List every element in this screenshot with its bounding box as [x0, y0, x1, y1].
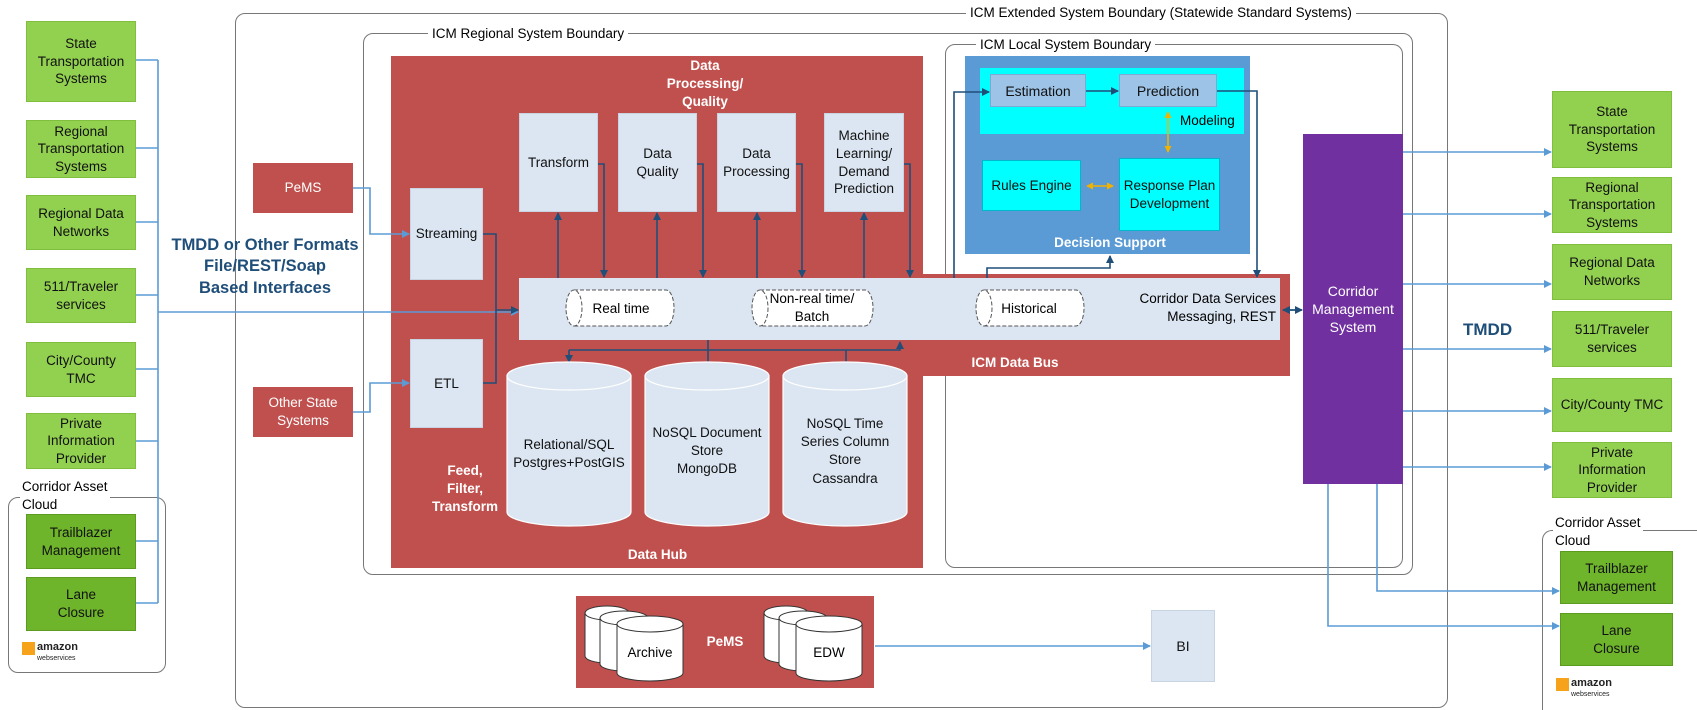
ml-demand-prediction-box: Machine Learning/ Demand Prediction: [824, 113, 904, 212]
bus-realtime-channel: Real time: [592, 300, 650, 316]
data-processing-box: Data Processing: [717, 113, 796, 212]
transform-box: Transform: [519, 113, 598, 212]
bus-batch-channel: Non-real time/ Batch: [769, 291, 855, 324]
left-regional-data-networks: Regional Data Networks: [26, 195, 136, 250]
nosql-document-store: NoSQL Document Store MongoDB: [652, 425, 762, 477]
pems-archive-title: PeMS: [706, 634, 744, 649]
left-regional-transportation: Regional Transportation Systems: [26, 120, 136, 178]
edw-store: EDW: [813, 644, 845, 660]
bi-box: BI: [1151, 610, 1215, 682]
data-bus-title: ICM Data Bus: [971, 355, 1059, 370]
data-quality-box: Data Quality: [618, 113, 697, 212]
left-asset-cloud-label: Corridor Asset Cloud: [20, 478, 110, 514]
archive-store: Archive: [627, 644, 673, 660]
corridor-data-services-label: Corridor Data Services Messaging, REST: [1139, 291, 1276, 325]
right-state-transportation: State Transportation Systems: [1552, 91, 1672, 168]
regional-boundary-label: ICM Regional System Boundary: [428, 26, 629, 41]
streaming-box: Streaming: [410, 188, 483, 280]
left-511-traveler: 511/Traveler services: [26, 268, 136, 323]
aws-icon: [22, 642, 35, 655]
estimation-box: Estimation: [990, 74, 1086, 107]
right-511-traveler: 511/Traveler services: [1552, 311, 1672, 367]
regional-boundary: [363, 33, 1413, 575]
left-lane-closure: Lane Closure: [26, 577, 136, 631]
bus-historical-channel: Historical: [1001, 300, 1057, 316]
right-lane-closure: Lane Closure: [1560, 613, 1673, 666]
modeling-label: Modeling: [1180, 113, 1235, 128]
decision-support-title: Decision Support: [1054, 235, 1166, 250]
right-private-info-provider: Private Information Provider: [1552, 442, 1672, 498]
etl-box: ETL: [410, 339, 483, 428]
right-asset-cloud-label: Corridor Asset Cloud: [1553, 514, 1643, 550]
feed-filter-transform-label: Feed, Filter, Transform: [431, 463, 499, 515]
nosql-time-series-store: NoSQL Time Series Column Store Cassandra: [800, 416, 890, 486]
right-city-county-tmc: City/County TMC: [1552, 378, 1672, 432]
tmdd-label: TMDD: [1463, 320, 1513, 339]
extended-boundary-label: ICM Extended System Boundary (Statewide …: [966, 5, 1356, 20]
rules-engine-box: Rules Engine: [982, 160, 1081, 211]
aws-icon: [1556, 678, 1569, 691]
right-trailblazer-management: Trailblazer Management: [1560, 551, 1673, 604]
left-private-info-provider: Private Information Provider: [26, 413, 136, 469]
response-plan-box: Response Plan Development: [1119, 158, 1220, 231]
interface-label: TMDD or Other Formats File/REST/Soap Bas…: [171, 236, 359, 297]
pems-input: PeMS: [253, 163, 353, 213]
relational-sql-store: Relational/SQL Postgres+PostGIS: [513, 437, 625, 471]
other-state-systems: Other State Systems: [253, 387, 353, 437]
local-boundary-label: ICM Local System Boundary: [976, 37, 1156, 52]
data-hub-title: Data Hub: [627, 547, 688, 562]
prediction-box: Prediction: [1119, 74, 1217, 107]
left-state-transportation: State Transportation Systems: [26, 21, 136, 102]
data-processing-title: Data Processing/ Quality: [666, 58, 744, 110]
left-city-county-tmc: City/County TMC: [26, 342, 136, 397]
left-trailblazer-management: Trailblazer Management: [26, 514, 136, 569]
right-regional-transportation: Regional Transportation Systems: [1552, 177, 1672, 233]
corridor-management-system: Corridor Management System: [1303, 134, 1403, 484]
right-regional-data-networks: Regional Data Networks: [1552, 244, 1672, 300]
